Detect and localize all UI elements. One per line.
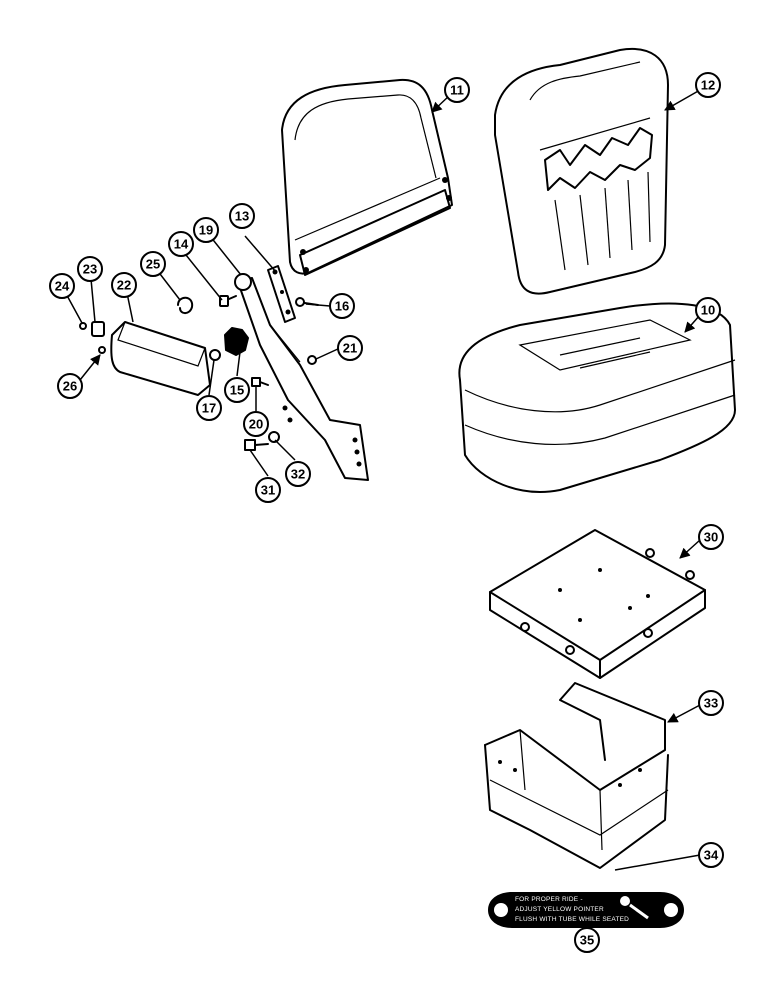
svg-text:13: 13 (235, 209, 249, 224)
suspension-base (489, 529, 706, 679)
svg-text:16: 16 (335, 299, 349, 314)
svg-text:25: 25 (146, 257, 160, 272)
svg-text:35: 35 (580, 933, 594, 948)
svg-text:32: 32 (291, 467, 305, 482)
svg-text:17: 17 (202, 401, 216, 416)
svg-text:14: 14 (174, 237, 189, 252)
hardware (79, 295, 319, 451)
callout-11: 11 (444, 77, 470, 103)
callout-35: 35 (574, 927, 600, 953)
svg-text:12: 12 (701, 78, 715, 93)
svg-text:21: 21 (343, 341, 357, 356)
callout-30: 30 (698, 524, 724, 550)
svg-text:22: 22 (117, 278, 131, 293)
decal-line-1: FOR PROPER RIDE - (515, 896, 583, 903)
callout-16: 16 (329, 293, 355, 319)
callout-13: 13 (229, 203, 255, 229)
svg-text:33: 33 (704, 696, 718, 711)
callout-14: 14 (168, 231, 194, 257)
svg-text:10: 10 (701, 303, 715, 318)
svg-text:15: 15 (230, 383, 244, 398)
svg-text:34: 34 (704, 848, 719, 863)
svg-text:30: 30 (704, 530, 718, 545)
callout-33: 33 (698, 690, 724, 716)
callout-15: 15 (224, 377, 250, 403)
svg-text:24: 24 (55, 279, 70, 294)
armrest (110, 321, 211, 396)
decal-line-2: ADJUST YELLOW POINTER (515, 906, 604, 913)
link-plate (267, 265, 296, 323)
svg-text:23: 23 (83, 262, 97, 277)
backrest-cushion (494, 47, 669, 295)
callout-10: 10 (695, 297, 721, 323)
callout-34: 34 (698, 842, 724, 868)
callout-23: 23 (77, 256, 103, 282)
callout-31: 31 (255, 477, 281, 503)
callout-21: 21 (337, 335, 363, 361)
callout-25: 25 (140, 251, 166, 277)
svg-text:11: 11 (450, 83, 464, 98)
svg-text:20: 20 (249, 417, 263, 432)
mounting-bracket (234, 273, 369, 481)
callout-19: 19 (193, 217, 219, 243)
callout-22: 22 (111, 272, 137, 298)
ride-decal: FOR PROPER RIDE - ADJUST YELLOW POINTER … (488, 892, 684, 928)
bellows-cover (484, 682, 669, 869)
callout-32: 32 (285, 461, 311, 487)
callout-12: 12 (695, 72, 721, 98)
svg-text:19: 19 (199, 223, 213, 238)
callout-20: 20 (243, 411, 269, 437)
callout-26: 26 (57, 373, 83, 399)
callout-17: 17 (196, 395, 222, 421)
leader-lines (63, 89, 701, 871)
seat-cushion (458, 302, 736, 493)
callout-24: 24 (49, 273, 75, 299)
decal-line-3: FLUSH WITH TUBE WHILE SEATED (515, 916, 629, 923)
svg-text:31: 31 (261, 483, 275, 498)
svg-text:26: 26 (63, 379, 77, 394)
backrest-frame (281, 78, 453, 276)
